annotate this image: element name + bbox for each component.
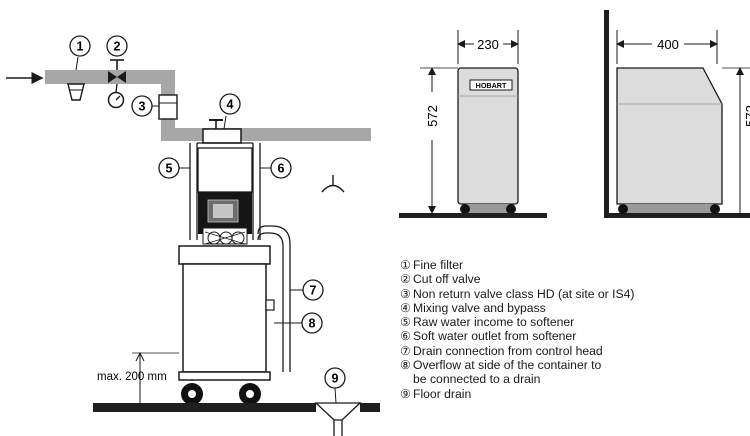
callout-9 (324, 367, 346, 389)
callout-1-label: 1 (77, 40, 84, 54)
callout-2-label: 2 (114, 40, 121, 54)
mixing-valve-icon (202, 119, 242, 144)
control-head (197, 147, 253, 245)
softener-hoses (189, 142, 261, 240)
non-return-valve-icon (158, 94, 178, 120)
callout-8-label: 8 (309, 317, 316, 331)
front-height-label: 572 (425, 105, 440, 127)
front-width-label: 230 (477, 37, 499, 52)
side-view: 400 572 (604, 10, 750, 218)
legend-item-overflow-continued: be connected to a drain (413, 372, 541, 387)
callout-1 (69, 35, 91, 57)
callout-6-label: 6 (278, 162, 285, 176)
drain-hose (257, 225, 291, 372)
callout-5-label: 5 (166, 162, 173, 176)
side-height-label: 572 (743, 105, 750, 127)
callout-7 (302, 279, 324, 301)
callout-2 (106, 35, 128, 57)
callout-6 (270, 157, 292, 179)
callout-8 (301, 312, 323, 334)
callout-4-label: 4 (227, 98, 234, 112)
callout-3 (131, 95, 153, 117)
softener-container (178, 245, 275, 381)
callout-5 (158, 157, 180, 179)
side-depth-label: 400 (657, 37, 679, 52)
fine-filter-icon (67, 83, 85, 101)
callout-9-label: 9 (332, 372, 339, 386)
floor-right (360, 403, 380, 412)
cut-off-valve-icon (107, 59, 126, 109)
floor-drain-icon (314, 402, 362, 436)
callout-3-label: 3 (139, 100, 146, 114)
callout-4 (219, 93, 241, 115)
callout-7-label: 7 (310, 284, 317, 298)
caster-wheels (181, 383, 261, 405)
water-pipe (6, 70, 371, 141)
max-height-label: max. 200 mm (97, 371, 167, 383)
brand-label: HOBART (476, 81, 507, 90)
front-view: 230 572 HOBART (399, 30, 547, 218)
tap-symbol-icon (321, 175, 345, 193)
floor-left (93, 403, 316, 412)
